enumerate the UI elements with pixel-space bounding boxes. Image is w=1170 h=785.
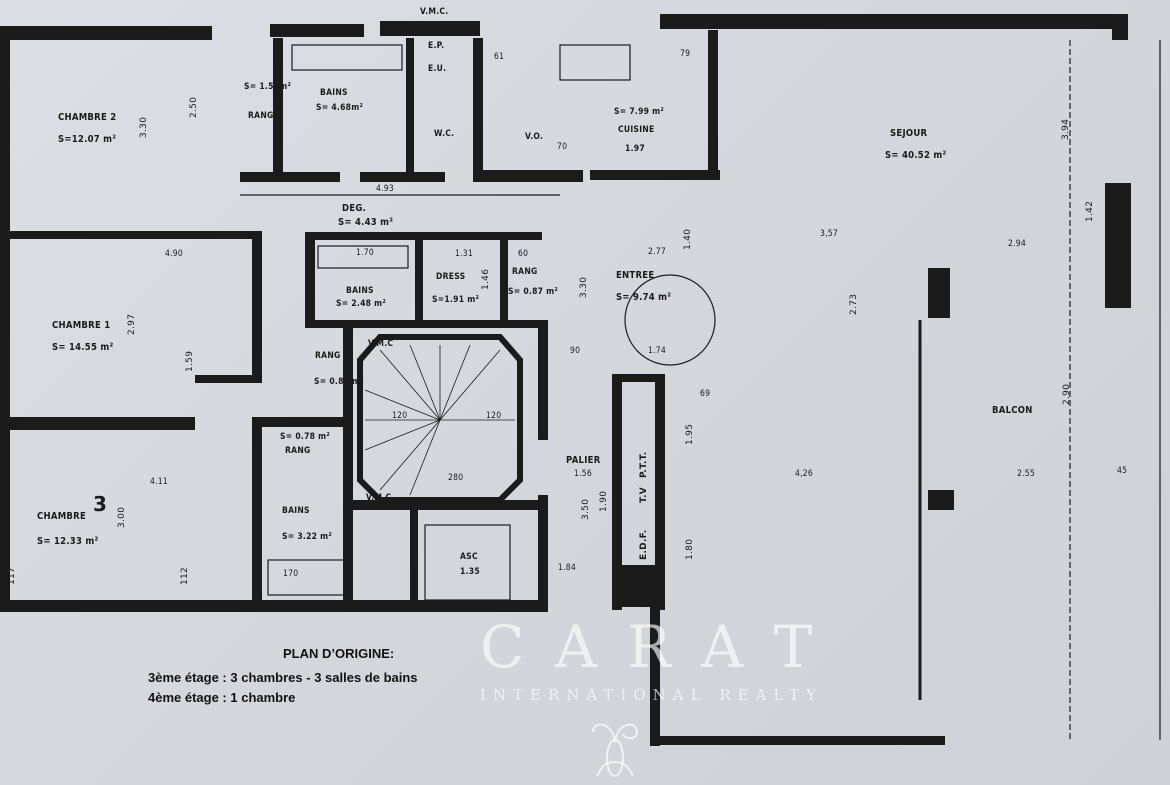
- room-label-rang-4: RANG: [285, 446, 311, 456]
- dimension-label: 70: [557, 142, 568, 152]
- vo-label: V.O.: [525, 132, 544, 142]
- dimension-label: 61: [494, 52, 505, 62]
- dimension-label: 4.90: [165, 249, 184, 259]
- dimension-label: 69: [700, 389, 711, 399]
- dimension-label: 1.42: [1085, 200, 1095, 222]
- dimension-label: 4,26: [795, 469, 814, 479]
- room-label-chambre-2: CHAMBRE 2: [58, 112, 117, 123]
- edf-label: E.D.F.: [639, 529, 649, 560]
- dimension-label: 117: [7, 566, 17, 585]
- tv-label: T.V: [639, 486, 649, 503]
- dimension-label: 2.97: [127, 313, 137, 335]
- eu-label: E.U.: [428, 64, 447, 74]
- dimension-label: 2.55: [1017, 469, 1036, 479]
- dimension-label: 45: [1117, 466, 1128, 476]
- dimension-label: 60: [518, 249, 529, 259]
- dimension-label: 1.31: [455, 249, 474, 259]
- vmc-label-stair-top: V.M.C: [368, 339, 394, 349]
- dimension-label: 1.46: [481, 268, 491, 290]
- room-number-chambre-3: 3: [93, 492, 107, 516]
- dimension-label: 2.50: [189, 96, 199, 118]
- caption-title: PLAN D’ORIGINE:: [283, 646, 395, 661]
- dimension-label: 120: [486, 411, 502, 421]
- room-area-chambre-2: S=12.07 m²: [58, 134, 117, 145]
- dimension-label: 2.77: [648, 247, 667, 257]
- room-label-entree: ENTREE: [616, 270, 655, 281]
- room-area-rang-4: S= 0.78 m²: [280, 432, 331, 442]
- caption-line-2: 4ème étage : 1 chambre: [148, 690, 296, 705]
- room-label-bains-2: BAINS: [346, 286, 374, 296]
- room-area-cuisine: S= 7.99 m²: [614, 107, 665, 117]
- room-area-deg: S= 4.43 m²: [338, 217, 394, 228]
- dimension-label: 120: [392, 411, 408, 421]
- dimension-label: 3.50: [581, 498, 591, 520]
- cuisine-dimension: 1.97: [625, 144, 645, 154]
- room-label-bains-1: BAINS: [320, 88, 348, 98]
- room-label-sejour: SEJOUR: [890, 128, 928, 139]
- room-area-chambre-3: S= 12.33 m²: [37, 536, 99, 547]
- dimension-label: 112: [180, 566, 190, 585]
- dimension-label: 2.94: [1008, 239, 1027, 249]
- dimension-label: 3.94: [1061, 118, 1071, 140]
- caption-line-1: 3ème étage : 3 chambres - 3 salles de ba…: [148, 670, 418, 685]
- room-label-rang-1: RANG: [248, 111, 274, 121]
- room-label-balcon: BALCON: [992, 405, 1033, 416]
- dimension-label: 3.30: [139, 116, 149, 138]
- dimension-label: 1.40: [683, 228, 693, 250]
- room-label-rang-2: RANG: [512, 267, 538, 277]
- dimension-label: 2.90: [1062, 383, 1072, 405]
- dimension-label: 1.95: [685, 423, 695, 445]
- dimension-label: 1.74: [648, 346, 667, 356]
- room-label-deg: DEG.: [342, 203, 367, 214]
- dimension-label: 1.56: [574, 469, 593, 479]
- dimension-label: 4.93: [376, 184, 395, 194]
- asc-dimension: 1.35: [460, 567, 480, 577]
- ep-label: E.P.: [428, 41, 445, 51]
- room-label-chambre-1: CHAMBRE 1: [52, 320, 111, 331]
- room-area-bains-1: S= 4.68m²: [316, 103, 364, 113]
- dimension-label: 1.80: [685, 538, 695, 560]
- dimension-label: 3.00: [117, 506, 127, 528]
- room-area-bains-2: S= 2.48 m²: [336, 299, 387, 309]
- dimension-label: 79: [680, 49, 691, 59]
- room-label-dress: DRESS: [436, 272, 466, 282]
- room-label-wc: W.C.: [434, 129, 455, 139]
- vmc-label-stair-bottom: V.M.C: [366, 493, 392, 503]
- dimension-label: 223: [407, 91, 417, 110]
- watermark-brand: C A R A T: [480, 613, 819, 681]
- room-area-sejour: S= 40.52 m²: [885, 150, 947, 161]
- room-area-rang-1: S= 1.59m²: [244, 82, 292, 92]
- ptt-label: P.T.T.: [639, 451, 649, 478]
- room-area-bains-3: S= 3.22 m²: [282, 532, 333, 542]
- dimension-label: 3.30: [579, 276, 589, 298]
- room-label-palier: PALIER: [566, 455, 601, 466]
- watermark-subtitle: INTERNATIONAL REALTY: [480, 686, 824, 704]
- dimension-label: 280: [448, 473, 464, 483]
- room-label-cuisine: CUISINE: [618, 125, 655, 135]
- dimension-label: 2.73: [849, 293, 859, 315]
- dimension-label: 4.11: [150, 477, 169, 487]
- dimension-label: 90: [570, 346, 581, 356]
- dimension-label: 1.90: [599, 490, 609, 512]
- dimension-label: 1.70: [356, 248, 375, 258]
- dimension-label: 1.59: [185, 350, 195, 372]
- room-area-rang-2: S= 0.87 m²: [508, 287, 559, 297]
- room-area-dress: S=1.91 m²: [432, 295, 480, 305]
- room-label-asc: ASC: [460, 552, 478, 562]
- room-area-rang-3: S= 0.85 m²: [314, 377, 365, 387]
- dimension-label: 3,57: [820, 229, 839, 239]
- dimension-label: 1.84: [558, 563, 577, 573]
- watermark-monogram-icon: [592, 723, 639, 777]
- room-area-entree: S= 9.74 m²: [616, 292, 672, 303]
- room-label-rang-3: RANG: [315, 351, 341, 361]
- vmc-label-top: V.M.C.: [420, 7, 449, 17]
- room-label-bains-3: BAINS: [282, 506, 310, 516]
- room-label-chambre-3: CHAMBRE: [37, 511, 87, 522]
- room-area-chambre-1: S= 14.55 m²: [52, 342, 114, 353]
- dimension-label: 170: [283, 569, 299, 579]
